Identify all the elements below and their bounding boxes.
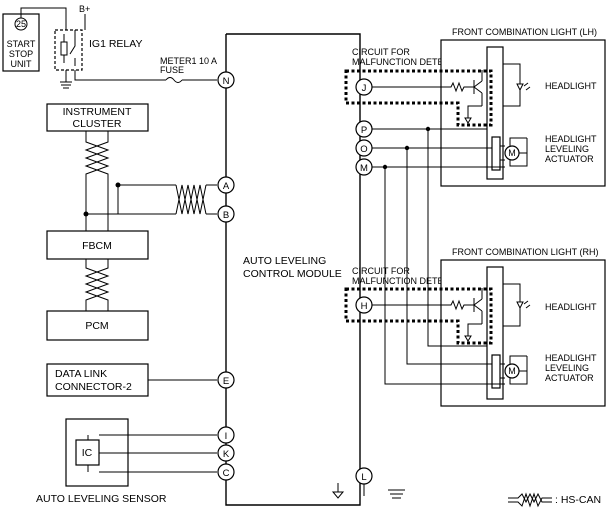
- pin-n: N: [217, 71, 235, 89]
- dlc-label-1: DATA LINK: [55, 368, 107, 380]
- rh-malfunction-circuit: [344, 287, 493, 345]
- pin-h: H: [355, 296, 373, 314]
- hs-can-legend: : HS-CAN: [508, 492, 601, 508]
- lh-actuator-label-3: ACTUATOR: [545, 154, 594, 164]
- sensor-label: AUTO LEVELING SENSOR: [36, 493, 167, 505]
- pin-p: P: [355, 120, 373, 138]
- lh-actuator-label-1: HEADLIGHT: [545, 134, 597, 144]
- rh-wire-m: [384, 167, 505, 385]
- start-stop-label-2: STOP: [9, 49, 33, 59]
- instrument-cluster: INSTRUMENT CLUSTER: [46, 103, 149, 132]
- lh-actuator-label-2: LEVELING: [545, 144, 589, 154]
- svg-text:M: M: [360, 163, 368, 174]
- fbcm-label: FBCM: [82, 240, 112, 252]
- circuit-lh-label-2: MALFUNCTION DETECTION: [352, 57, 472, 67]
- lh-actuator-wires: [372, 128, 505, 168]
- bplus-label: B+: [79, 4, 90, 14]
- relay-ground-icon: [60, 70, 72, 89]
- circuit-lh-label-1: CIRCUIT FOR: [352, 47, 410, 57]
- hs-can-to-module: [175, 184, 217, 215]
- lh-malfunction-circuit: [344, 69, 493, 127]
- svg-text:C: C: [223, 468, 230, 479]
- pcm-label: PCM: [85, 320, 108, 332]
- instrument-cluster-label-1: INSTRUMENT: [63, 106, 132, 118]
- fuse-label-1: METER1 10 A: [160, 56, 217, 66]
- pin-b: B: [217, 205, 235, 223]
- rh-wire-o: [406, 148, 492, 365]
- svg-text:E: E: [223, 376, 229, 387]
- fuse-label-2: FUSE: [160, 65, 184, 75]
- rh-title: FRONT COMBINATION LIGHT (RH): [452, 247, 599, 257]
- pin-m: M: [355, 158, 373, 176]
- bplus-wire: [74, 14, 86, 34]
- ig1-relay: IG1 RELAY: [54, 29, 143, 89]
- svg-text:N: N: [223, 76, 230, 87]
- sensor-ic-label: IC: [82, 447, 93, 459]
- pin-o: O: [355, 139, 373, 157]
- can-bus-junction: [86, 184, 176, 215]
- pin-i: I: [217, 426, 235, 444]
- hs-can-cluster-fbcm: [84, 131, 110, 231]
- svg-text:P: P: [361, 125, 367, 136]
- rh-actuator-label-1: HEADLIGHT: [545, 353, 597, 363]
- module-label-1: AUTO LEVELING: [243, 255, 326, 267]
- svg-text:I: I: [225, 431, 228, 442]
- lh-title: FRONT COMBINATION LIGHT (LH): [452, 27, 597, 37]
- hs-can-fbcm-pcm: [84, 259, 110, 311]
- module-ground-icon-2: [388, 489, 405, 499]
- legend-label: : HS-CAN: [555, 494, 601, 506]
- svg-text:H: H: [361, 301, 368, 312]
- relay-control-wire: [20, 7, 67, 32]
- lh-headlight-icon: [503, 63, 521, 84]
- meter1-fuse: METER1 10 A FUSE: [160, 56, 217, 83]
- ig1-relay-label: IG1 RELAY: [89, 38, 143, 50]
- circuit-rh-label-1: CIRCUIT FOR: [352, 266, 410, 276]
- lh-headlight-label: HEADLIGHT: [545, 81, 597, 91]
- lh-motor-icon: M: [508, 148, 516, 158]
- pin-l: L: [355, 467, 373, 485]
- start-stop-unit: 25 START STOP UNIT: [2, 13, 40, 72]
- module-label-2: CONTROL MODULE: [243, 268, 342, 280]
- start-stop-label-3: UNIT: [11, 59, 32, 69]
- circuit-rh-label-2: MALFUNCTION DETECTION: [352, 276, 472, 286]
- auto-leveling-sensor: IC AUTO LEVELING SENSOR: [36, 418, 217, 505]
- rh-headlight-label: HEADLIGHT: [545, 302, 597, 312]
- pin-j: J: [355, 78, 373, 96]
- pin-a: A: [217, 176, 235, 194]
- pin-e: E: [217, 371, 235, 389]
- start-stop-label-1: START: [7, 39, 36, 49]
- pcm: PCM: [46, 310, 149, 341]
- svg-text:K: K: [223, 449, 230, 460]
- pin-c: C: [217, 463, 235, 481]
- relay-output-wire: [74, 70, 166, 81]
- rh-actuator-label-3: ACTUATOR: [545, 373, 594, 383]
- rh-headlight-icon: [503, 283, 521, 302]
- rh-motor-icon: M: [508, 366, 516, 376]
- front-combination-light-rh: HEADLIGHT M HEADLIGHT LEVELING ACTUATOR: [440, 259, 606, 407]
- instrument-cluster-label-2: CLUSTER: [72, 118, 121, 130]
- rh-actuator-label-2: LEVELING: [545, 363, 589, 373]
- dlc-label-2: CONNECTOR-2: [55, 381, 132, 393]
- rh-wire-p: [427, 129, 487, 347]
- fbcm: FBCM: [46, 230, 149, 260]
- svg-text:J: J: [362, 83, 367, 94]
- svg-text:A: A: [223, 181, 230, 192]
- svg-text:B: B: [223, 210, 229, 221]
- front-combination-light-lh: HEADLIGHT M HEADLIGHT LEVELING ACTUATOR: [440, 39, 606, 187]
- start-stop-code: 25: [16, 19, 26, 29]
- svg-text:L: L: [361, 472, 366, 483]
- svg-text:O: O: [360, 144, 367, 155]
- module-ground-icon-1: [331, 483, 345, 499]
- data-link-connector: DATA LINK CONNECTOR-2: [46, 363, 149, 397]
- pin-k: K: [217, 444, 235, 462]
